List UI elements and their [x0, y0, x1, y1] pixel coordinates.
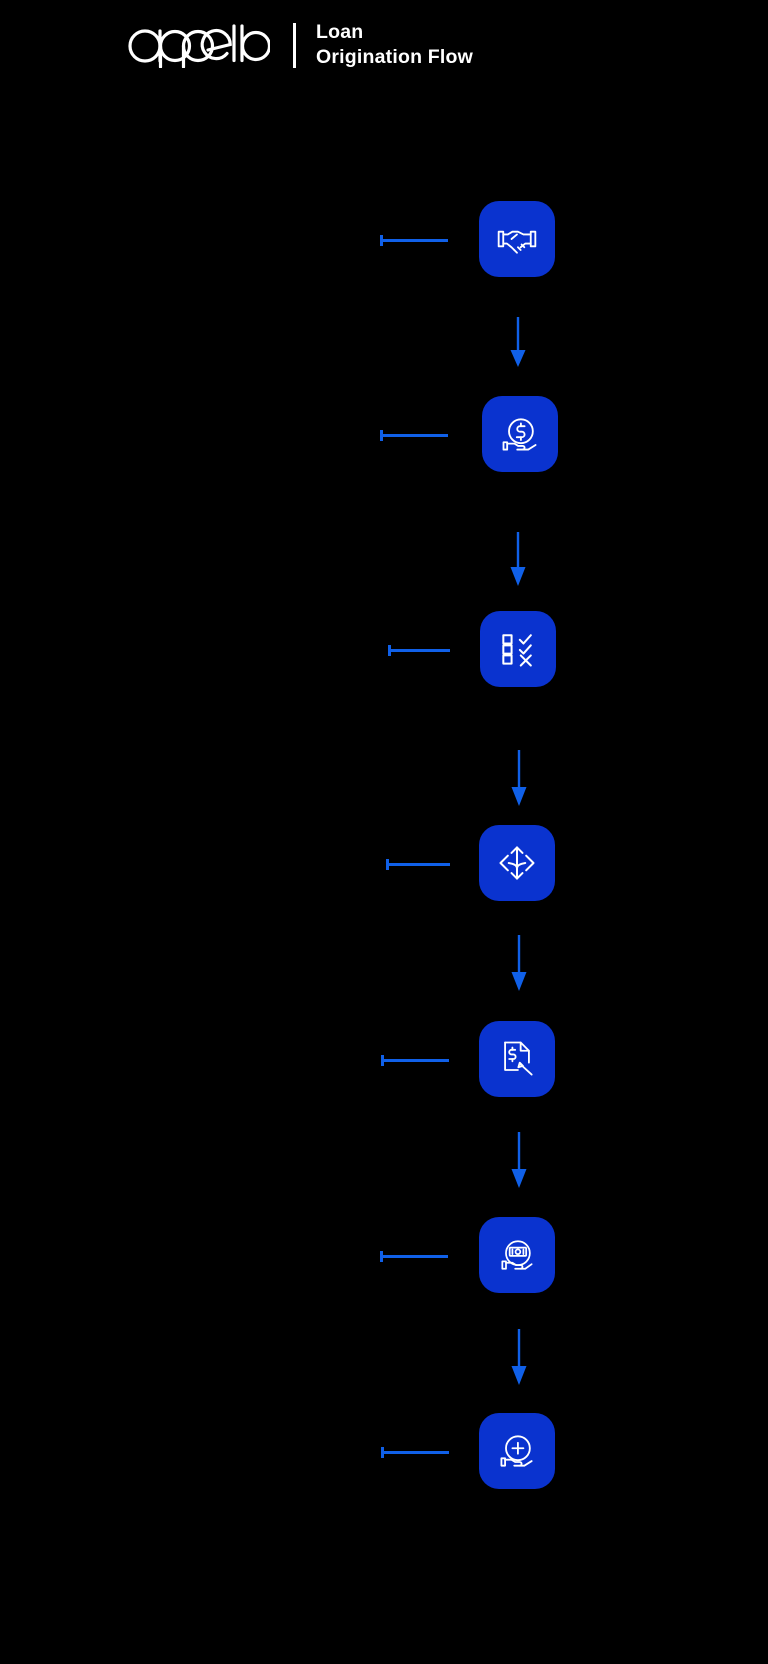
- hand-holding-cash-icon: [495, 1233, 539, 1277]
- leader-line-5: [381, 1054, 449, 1066]
- flow-step-7-tile[interactable]: [479, 1413, 555, 1489]
- leader-line-2: [380, 429, 448, 441]
- flow-step-2-tile[interactable]: [482, 396, 558, 472]
- loan-origination-flow-diagram: [0, 112, 768, 1664]
- appello-wordmark-icon: [128, 22, 270, 68]
- flow-arrow-4: [507, 935, 531, 993]
- hand-holding-dollar-icon: [498, 412, 542, 456]
- page-header: Loan Origination Flow: [0, 0, 768, 112]
- page-title: Loan Origination Flow: [316, 20, 656, 70]
- flow-step-1-tile[interactable]: [479, 201, 555, 277]
- document-dollar-sign-icon: [495, 1037, 539, 1081]
- flow-step-5[interactable]: [0, 1016, 768, 1104]
- flow-step-4[interactable]: [0, 820, 768, 908]
- flow-step-2[interactable]: [0, 391, 768, 479]
- flow-step-1[interactable]: [0, 196, 768, 284]
- page-title-line-1: Loan: [316, 21, 364, 43]
- flow-step-7[interactable]: [0, 1408, 768, 1496]
- leader-line-7: [381, 1446, 449, 1458]
- flow-arrow-2: [506, 532, 530, 588]
- flow-step-6-tile[interactable]: [479, 1217, 555, 1293]
- flow-step-5-tile[interactable]: [479, 1021, 555, 1097]
- leader-line-6: [380, 1250, 448, 1262]
- leader-line-4: [386, 858, 450, 870]
- leader-line-3: [388, 644, 450, 656]
- flow-arrow-1: [506, 317, 530, 369]
- checklist-approve-deny-icon: [496, 627, 540, 671]
- flow-arrow-3: [507, 750, 531, 808]
- flow-step-4-tile[interactable]: [479, 825, 555, 901]
- flow-step-3[interactable]: [0, 606, 768, 694]
- four-way-arrows-icon: [495, 841, 539, 885]
- flow-step-3-tile[interactable]: [480, 611, 556, 687]
- flow-step-6[interactable]: [0, 1212, 768, 1300]
- leader-line-1: [380, 234, 448, 246]
- flow-arrow-5: [507, 1132, 531, 1190]
- flow-arrow-6: [507, 1329, 531, 1387]
- hand-holding-plus-icon: [495, 1429, 539, 1473]
- header-divider-icon: [293, 23, 296, 68]
- page-title-line-2: Origination Flow: [316, 46, 474, 68]
- handshake-icon: [495, 217, 539, 261]
